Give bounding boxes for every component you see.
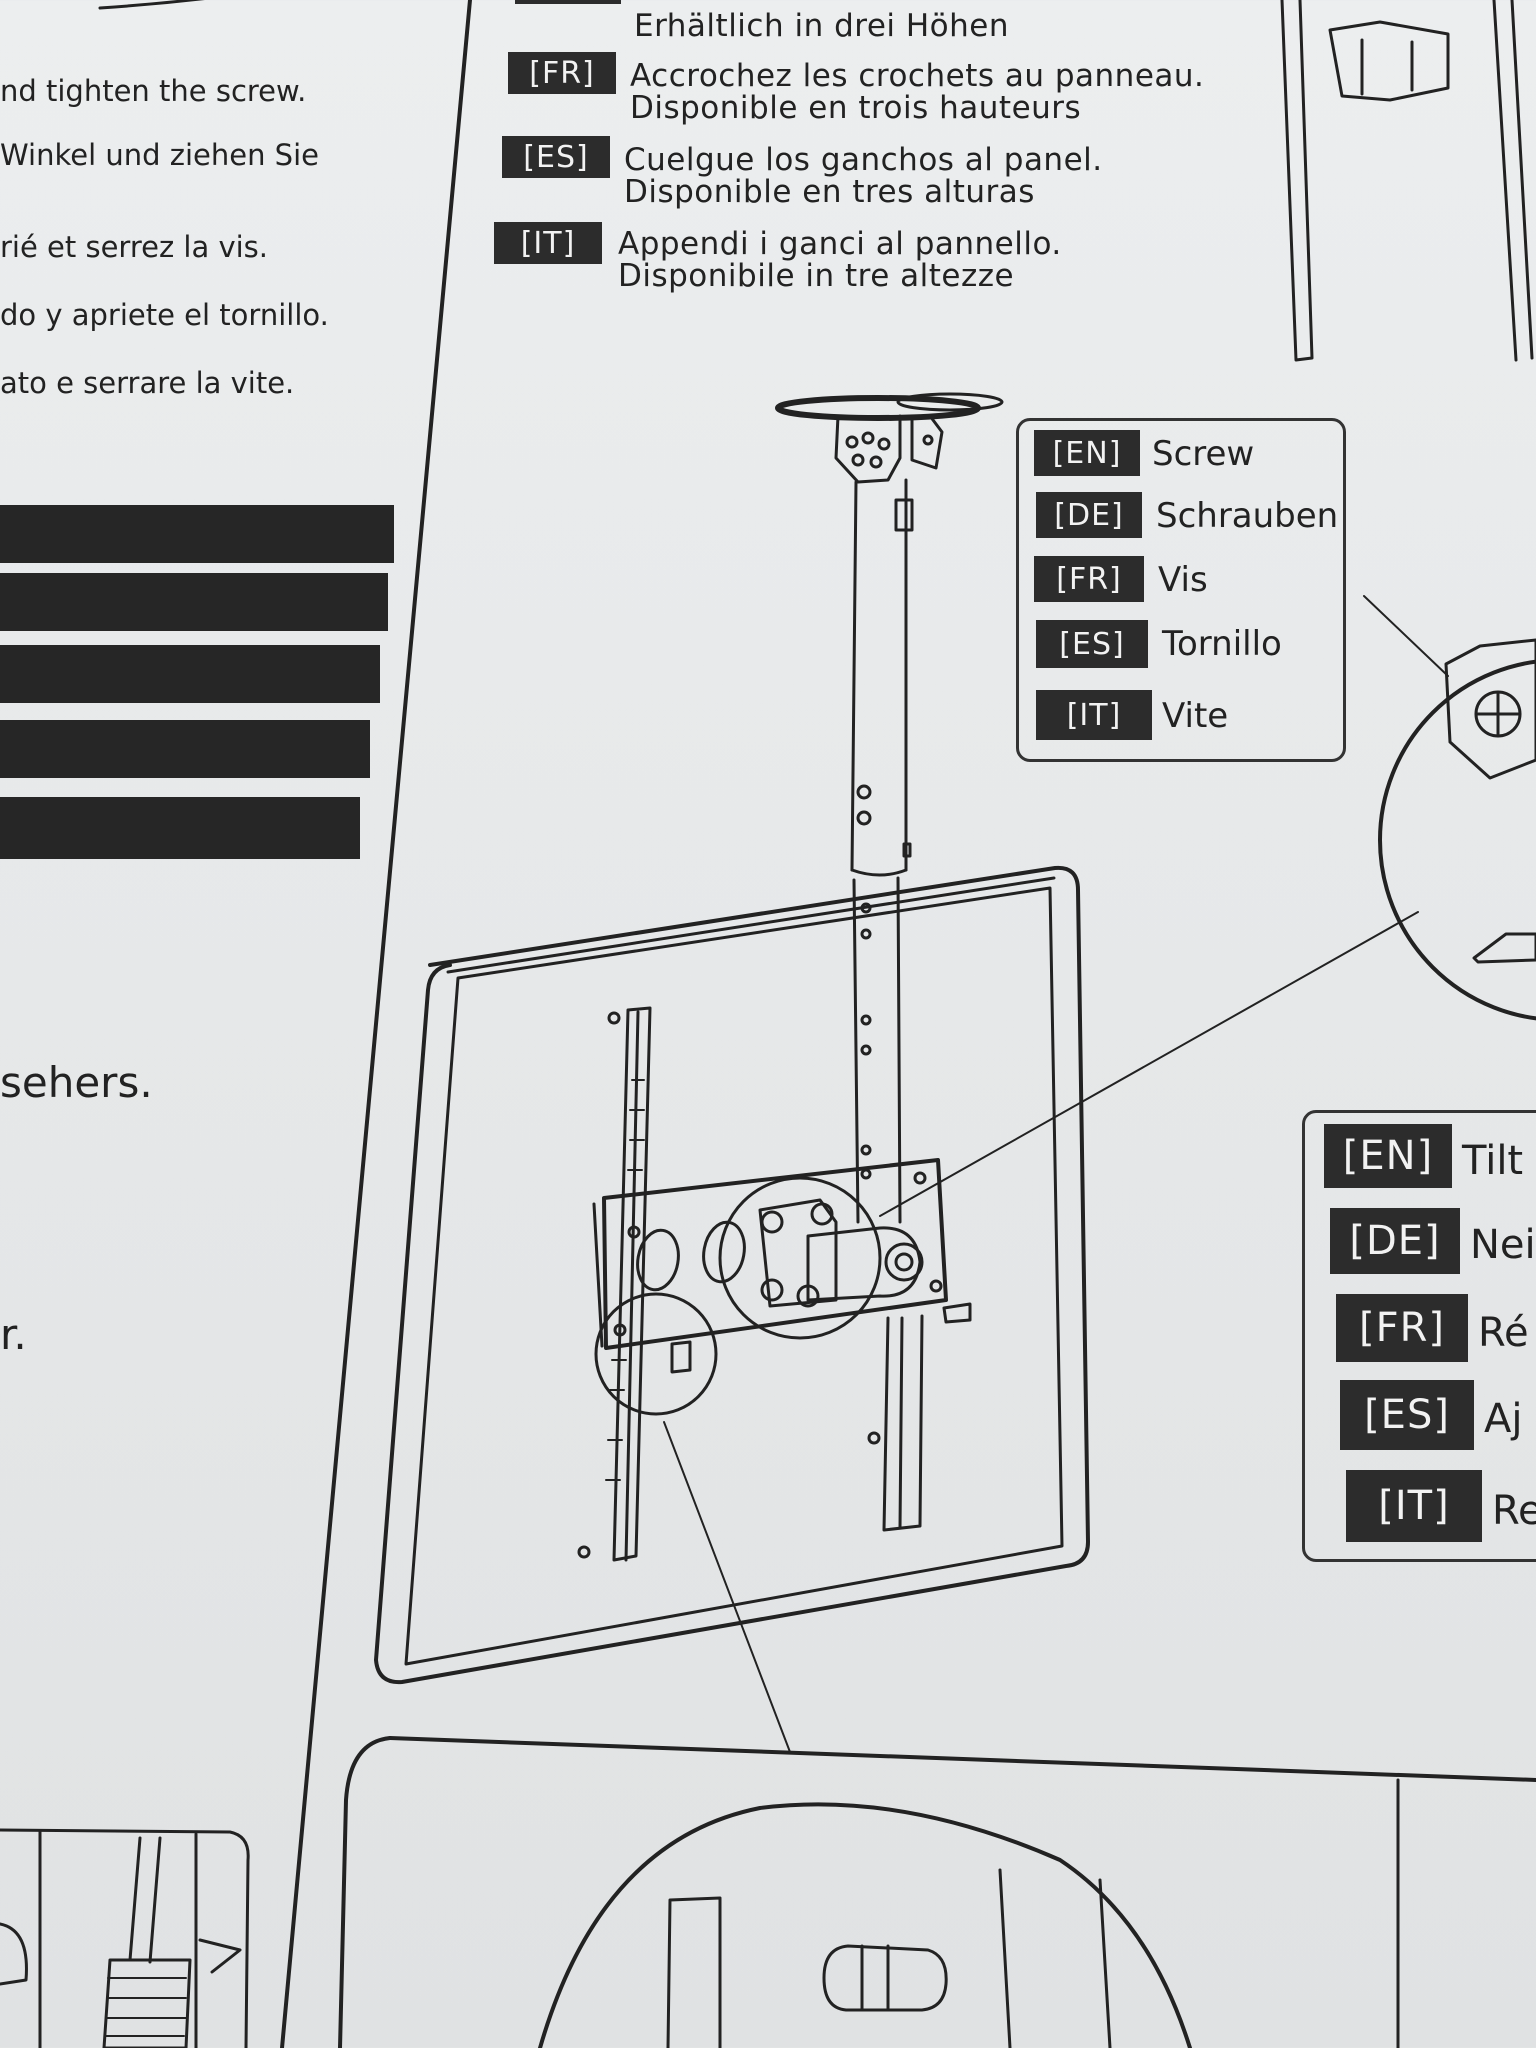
lang-tag-fr: [FR] bbox=[508, 52, 616, 94]
left-fragment-sehers: sehers. bbox=[0, 1058, 153, 1107]
screw-label-es: Tornillo bbox=[1162, 624, 1282, 664]
screw-label-it: Vite bbox=[1162, 696, 1229, 736]
hook-es-line1: Cuelgue los ganchos al panel. bbox=[624, 142, 1103, 178]
hook-es-line2: Disponible en tres alturas bbox=[624, 174, 1035, 210]
screw-legend-box bbox=[1016, 418, 1346, 762]
tilt-legend-box bbox=[1302, 1110, 1536, 1562]
lang-tag-es: [ES] bbox=[502, 136, 610, 178]
tilt-label-it: Re bbox=[1492, 1488, 1536, 1534]
left-line-en: nd tighten the screw. bbox=[0, 74, 307, 108]
screw-label-en: Screw bbox=[1152, 434, 1255, 474]
left-line-it: ato e serrare la vite. bbox=[0, 366, 295, 400]
left-fragment-r: r. bbox=[0, 1310, 27, 1359]
redaction-bar bbox=[0, 645, 380, 703]
tilt-tag-fr: [FR] bbox=[1336, 1294, 1468, 1362]
redaction-bar bbox=[0, 797, 360, 859]
screw-tag-de: [DE] bbox=[1036, 492, 1142, 538]
hook-it-line2: Disponibile in tre altezze bbox=[618, 258, 1015, 294]
tilt-tag-en: [EN] bbox=[1324, 1124, 1452, 1188]
screw-label-de: Schrauben bbox=[1156, 496, 1339, 536]
tilt-tag-es: [ES] bbox=[1340, 1380, 1474, 1450]
hook-fr-line2: Disponible en trois hauteurs bbox=[630, 90, 1082, 126]
screw-label-fr: Vis bbox=[1158, 560, 1208, 600]
tilt-label-en: Tilt bbox=[1462, 1138, 1524, 1184]
left-line-es: do y apriete el tornillo. bbox=[0, 298, 329, 332]
hook-fr-line1: Accrochez les crochets au panneau. bbox=[630, 58, 1205, 94]
redaction-bar bbox=[0, 573, 388, 631]
left-line-de: Winkel und ziehen Sie bbox=[0, 138, 319, 172]
lang-tag-de-partial bbox=[515, 0, 621, 4]
hook-de-line2: Erhältlich in drei Höhen bbox=[634, 8, 1010, 44]
screw-tag-fr: [FR] bbox=[1034, 556, 1144, 602]
lang-tag-it: [IT] bbox=[494, 222, 602, 264]
screw-tag-it: [IT] bbox=[1036, 690, 1152, 740]
hook-it-line1: Appendi i ganci al pannello. bbox=[618, 226, 1062, 262]
tilt-tag-it: [IT] bbox=[1346, 1470, 1482, 1542]
left-line-fr: rié et serrez la vis. bbox=[0, 230, 268, 264]
tilt-tag-de: [DE] bbox=[1330, 1208, 1460, 1274]
redaction-bar bbox=[0, 720, 370, 778]
redaction-bar bbox=[0, 505, 394, 563]
tilt-label-de: Nei bbox=[1470, 1222, 1536, 1268]
tilt-label-fr: Ré bbox=[1478, 1310, 1529, 1356]
screw-tag-es: [ES] bbox=[1036, 620, 1148, 668]
tilt-label-es: Aj bbox=[1484, 1396, 1523, 1442]
screw-tag-en: [EN] bbox=[1034, 430, 1140, 476]
